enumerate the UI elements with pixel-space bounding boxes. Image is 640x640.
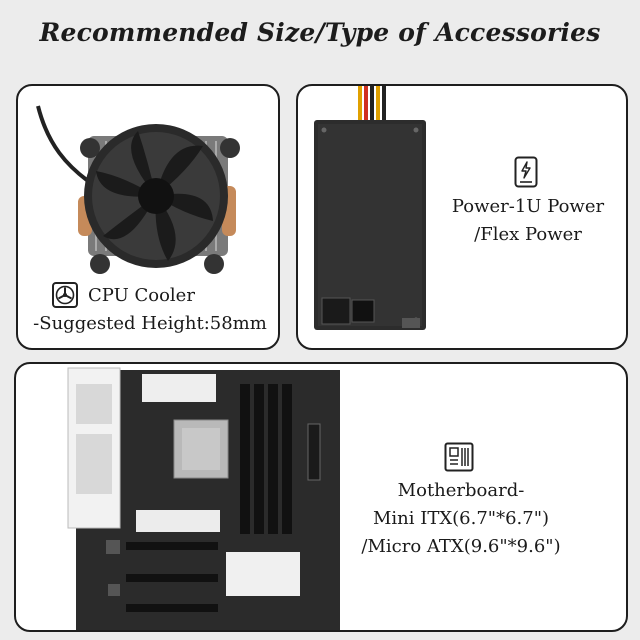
motherboard-image bbox=[67, 367, 340, 630]
power-supply-caption-line1: Power-1U Power bbox=[451, 196, 605, 217]
power-supply-icon bbox=[514, 156, 538, 188]
fan-icon bbox=[52, 282, 78, 308]
cpu-cooler-caption-line2: -Suggested Height:58mm bbox=[33, 313, 267, 334]
power-supply-panel: Power-1U Power /Flex Power bbox=[296, 84, 628, 350]
motherboard-icon bbox=[444, 442, 474, 472]
power-supply-caption-line2: /Flex Power bbox=[474, 224, 582, 245]
motherboard-panel: Motherboard- Mini ITX(6.7"*6.7") /Micro … bbox=[14, 362, 628, 632]
motherboard-caption-line3: /Micro ATX(9.6"*9.6") bbox=[361, 536, 561, 557]
cpu-cooler-caption-line1: CPU Cooler bbox=[88, 285, 195, 306]
cpu-cooler-panel: CPU Cooler -Suggested Height:58mm bbox=[16, 84, 280, 350]
cpu-cooler-image bbox=[36, 105, 240, 274]
power-supply-image bbox=[314, 86, 426, 330]
motherboard-caption-line2: Mini ITX(6.7"*6.7") bbox=[372, 508, 550, 529]
page-title: Recommended Size/Type of Accessories bbox=[39, 18, 601, 47]
motherboard-caption-line1: Motherboard- bbox=[397, 480, 525, 501]
